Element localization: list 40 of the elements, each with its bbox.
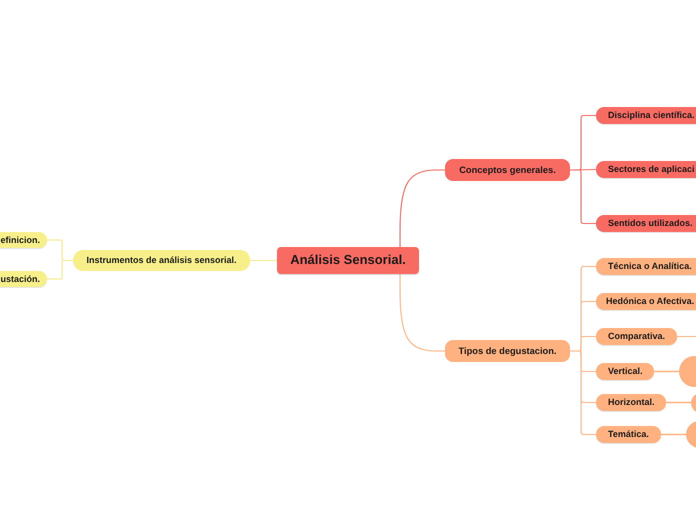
topic-text: Técnica o Analítica. xyxy=(608,261,692,272)
connector-line xyxy=(666,402,691,404)
subtopic-box xyxy=(596,328,677,345)
subtopic-box xyxy=(0,232,47,248)
connector-line xyxy=(677,336,696,338)
topic-text: Hedónica o Afectiva. xyxy=(606,296,694,307)
topic-text: Temática. xyxy=(608,429,649,440)
connector-line xyxy=(570,350,596,436)
connector-line xyxy=(250,260,277,262)
connector-line xyxy=(661,434,686,436)
subtopic-box xyxy=(0,271,47,287)
subtopic-box xyxy=(596,426,661,443)
main-topic-box xyxy=(73,250,250,271)
main-topic-box xyxy=(445,340,570,362)
main-topic-box xyxy=(445,159,570,181)
topic-text: Análisis Sensorial. xyxy=(290,253,406,268)
topic-text: ustación. xyxy=(0,274,40,284)
topic-text: Tipos de degustacion. xyxy=(458,346,556,356)
topic-text: Instrumentos de análisis sensorial. xyxy=(86,255,237,266)
subtopic-box xyxy=(596,394,666,411)
topic-text: Sentidos utilizados. xyxy=(608,218,693,229)
topic-text: Sectores de aplicaci xyxy=(608,164,695,175)
topic-text: efinicion. xyxy=(0,234,40,246)
topic-text: Comparativa. xyxy=(608,331,666,342)
central-topic-box xyxy=(277,247,419,274)
topic-text: Horizontal. xyxy=(608,397,654,408)
subtopic-box xyxy=(596,215,696,232)
connector-line xyxy=(399,274,445,352)
connector-line xyxy=(47,260,73,280)
subtopic-box xyxy=(596,107,696,124)
subtopic-box xyxy=(596,161,696,178)
connector-line xyxy=(399,169,445,247)
connector-line xyxy=(570,169,596,224)
subtopic-box xyxy=(596,363,654,380)
topic-text: Vertical. xyxy=(608,366,643,377)
subtopic-box xyxy=(596,293,696,310)
connector-line xyxy=(654,370,679,372)
subtopic-box xyxy=(596,258,696,275)
topic-text: Disciplina científica. xyxy=(608,110,695,121)
topic-text: Conceptos generales. xyxy=(459,164,556,176)
